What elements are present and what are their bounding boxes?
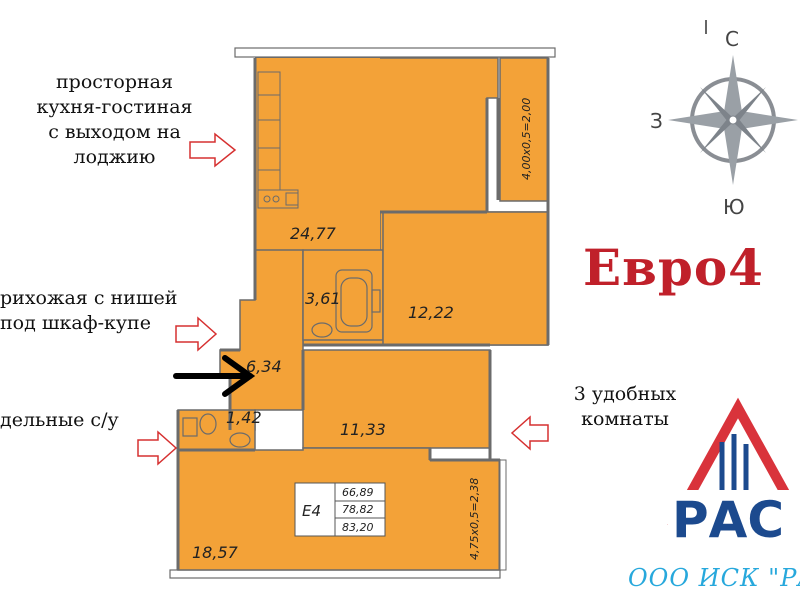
kitchen-cabinets xyxy=(257,71,299,209)
bathrooms-note: дельные с/у xyxy=(0,408,119,433)
loggia-top-dimension: 4,00x0,5=2,00 xyxy=(520,98,533,180)
hallway-note-line: рихожая с нишей xyxy=(0,287,178,309)
room-fills xyxy=(177,57,549,571)
wc-fill xyxy=(177,409,256,451)
rooms-note-line: комнаты xyxy=(581,408,669,430)
arrow-hallway-icon xyxy=(175,316,218,352)
arrow-rooms-icon xyxy=(510,415,549,451)
rooms-note: 3 удобных комнаты xyxy=(550,382,700,432)
hallway-note: рихожая с нишей под шкаф-купе xyxy=(0,286,177,336)
wc-fixtures xyxy=(182,413,251,448)
logo-text: РАС xyxy=(672,491,784,549)
legend-value: 83,20 xyxy=(342,521,374,534)
compass-south-label: Ю xyxy=(723,195,745,219)
legend-value: 78,82 xyxy=(342,503,374,516)
kitchen-note-line: с выходом на xyxy=(48,121,181,143)
loggia-bottom-strip xyxy=(499,459,507,571)
bedroom-1-area: 12,22 xyxy=(408,303,454,322)
wc-area: 1,42 xyxy=(226,408,262,427)
kitchen-note: просторная кухня-гостиная с выходом на л… xyxy=(22,70,207,170)
kitchen-living-area: 24,77 xyxy=(290,224,337,243)
hall-area: 6,34 xyxy=(246,357,282,376)
apartment-type-title: Евро4 xyxy=(583,238,764,297)
legend-code: E4 xyxy=(302,502,321,520)
compass-north-label: С xyxy=(725,27,739,51)
bedroom-1-fill xyxy=(382,211,549,346)
company-name: ООО ИСК "РА xyxy=(628,564,800,592)
loggia-bottom-dimension: 4,75x0,5=2,38 xyxy=(468,478,481,560)
rooms-note-line: 3 удобных xyxy=(573,383,677,405)
pointer-arrows xyxy=(137,132,549,466)
bath-area: 3,61 xyxy=(305,289,341,308)
kitchen-area-fill xyxy=(255,58,380,250)
bath-fixtures xyxy=(311,269,381,338)
arrow-kitchen-icon xyxy=(189,132,237,168)
arrow-bathroom-icon xyxy=(137,430,178,466)
legend-value: 66,89 xyxy=(342,486,374,499)
area-legend: E4 66,89 78,82 83,20 xyxy=(294,482,386,537)
hallway-note-line: под шкаф-купе xyxy=(0,312,151,334)
bathrooms-note-line: дельные с/у xyxy=(0,409,119,431)
living-room-area: 18,57 xyxy=(192,543,239,562)
loggia-top-fill xyxy=(499,57,549,202)
compass-west-label: З xyxy=(650,109,663,133)
kitchen-note-line: лоджию xyxy=(73,146,156,168)
kitchen-note-line: просторная xyxy=(56,71,173,93)
bedroom-2-area: 11,33 xyxy=(340,420,386,439)
bath-fill xyxy=(302,249,384,341)
black-arrow-icon xyxy=(173,355,256,397)
kitchen-note-line: кухня-гостиная xyxy=(36,96,193,118)
